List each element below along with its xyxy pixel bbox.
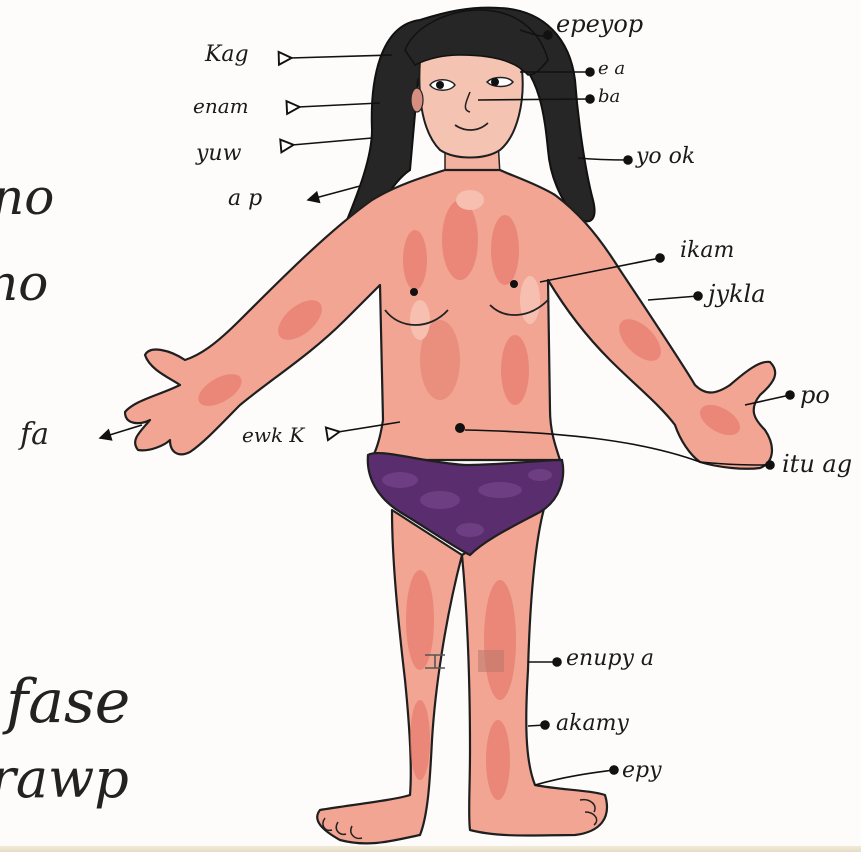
nipple-right (510, 280, 518, 288)
margin-text-5: rawp (0, 752, 129, 806)
label-eye: e a (598, 60, 625, 78)
label-nose: ba (598, 88, 620, 106)
label-neck: a p (228, 188, 262, 210)
navel (455, 423, 465, 433)
label-fingers: po (800, 383, 830, 407)
eye-right (487, 78, 513, 87)
label-eyebrow: enam (193, 96, 249, 116)
paper-edge (0, 846, 861, 852)
knee-right (478, 650, 504, 672)
label-leg: akamy (556, 713, 629, 735)
label-chin: yo ok (636, 146, 695, 168)
margin-text-4: fase (6, 672, 130, 732)
label-arm: jykla (708, 282, 766, 306)
ear (411, 88, 423, 112)
margin-text-2: no (0, 258, 48, 308)
margin-text-3: fa (20, 420, 49, 450)
label-hand: itu ag (782, 452, 852, 476)
label-hair: Kag (205, 44, 249, 66)
label-ear: yuw (196, 143, 241, 165)
label-top-of-head: epeyop (556, 12, 643, 36)
nipple-left (410, 288, 418, 296)
margin-text-1: no (0, 172, 54, 222)
label-navel: ewk K (242, 425, 304, 445)
left-leg (317, 510, 462, 843)
face (419, 54, 522, 158)
label-knee: enupy a (566, 648, 654, 670)
label-chest: ikam (680, 240, 734, 262)
label-foot: epy (622, 760, 662, 782)
